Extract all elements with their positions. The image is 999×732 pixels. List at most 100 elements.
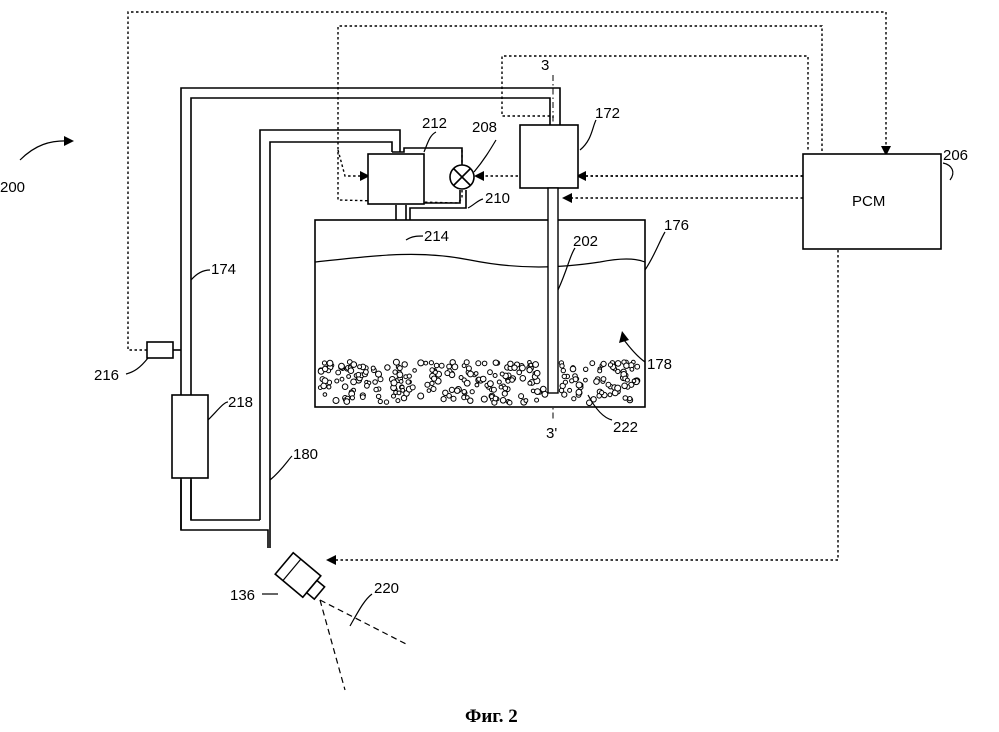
particle <box>529 363 533 367</box>
particle <box>396 399 400 403</box>
particle <box>464 380 470 386</box>
particle <box>624 363 629 368</box>
particle <box>466 366 471 371</box>
particle <box>333 398 339 404</box>
particle <box>507 400 512 405</box>
particle <box>431 387 436 392</box>
particle <box>339 363 345 369</box>
particle <box>410 385 415 390</box>
particle <box>459 376 463 380</box>
particle <box>335 379 339 383</box>
particle <box>393 370 397 374</box>
label-210: 210 <box>485 190 510 207</box>
particle <box>358 365 362 369</box>
particle <box>447 394 452 399</box>
particle <box>376 394 380 398</box>
particle <box>434 363 439 368</box>
pump-218-box <box>172 395 208 478</box>
particle <box>449 387 454 392</box>
particle <box>376 371 382 377</box>
label-180: 180 <box>293 446 318 463</box>
particle <box>364 370 369 375</box>
particle <box>392 394 396 398</box>
spray-line <box>320 600 345 690</box>
particle <box>527 367 532 372</box>
particle <box>608 393 612 397</box>
particle <box>493 360 498 365</box>
particle <box>365 383 370 388</box>
label-214: 214 <box>424 228 449 245</box>
particle <box>413 369 417 373</box>
particle <box>519 394 524 399</box>
particle <box>482 361 487 366</box>
particle <box>615 361 621 367</box>
particle <box>464 360 469 365</box>
particle <box>393 359 399 365</box>
particle <box>493 396 498 401</box>
particle <box>430 381 434 385</box>
particle <box>327 385 331 389</box>
particle <box>462 390 466 394</box>
particle <box>418 393 424 399</box>
particle <box>528 381 532 385</box>
particle <box>474 372 478 376</box>
particle <box>418 360 424 366</box>
particle <box>468 398 473 403</box>
particle <box>499 385 503 389</box>
particle <box>441 397 446 402</box>
label-172: 172 <box>595 105 620 122</box>
particle <box>568 388 572 392</box>
particle <box>576 389 582 395</box>
particle <box>594 379 600 385</box>
label-200: 200 <box>0 179 25 196</box>
particle <box>632 379 636 383</box>
particle <box>439 363 444 368</box>
particle <box>351 379 357 385</box>
particle <box>502 391 507 396</box>
particle <box>470 390 474 394</box>
particle <box>445 371 450 376</box>
label-174: 174 <box>211 261 236 278</box>
particle <box>451 396 456 401</box>
particle <box>427 389 431 393</box>
particle <box>348 368 354 374</box>
particle <box>576 382 582 388</box>
particle <box>407 374 411 378</box>
particle <box>601 361 606 366</box>
particle <box>533 362 539 368</box>
particle <box>384 400 388 404</box>
particle <box>562 374 566 378</box>
particle <box>425 382 430 387</box>
sensor-216-box <box>147 342 173 358</box>
sensor-172-box <box>520 125 578 188</box>
particle <box>322 361 326 365</box>
particle <box>432 376 437 381</box>
particle <box>630 367 634 371</box>
particle <box>601 377 606 382</box>
particle <box>350 396 354 400</box>
particle <box>600 391 604 395</box>
particle <box>336 370 341 375</box>
particle <box>615 385 621 391</box>
particle <box>500 398 506 404</box>
particle <box>563 380 567 384</box>
particle <box>401 395 406 400</box>
particle <box>488 381 494 387</box>
label-216: 216 <box>94 367 119 384</box>
particle <box>323 393 327 397</box>
label-208: 208 <box>472 119 497 136</box>
particle <box>608 363 612 367</box>
particle <box>622 383 628 389</box>
label-220: 220 <box>374 580 399 597</box>
particle <box>340 377 344 381</box>
particle <box>455 388 460 393</box>
label-3-prime: 3' <box>546 425 557 442</box>
particle <box>535 389 541 395</box>
particle <box>401 388 405 392</box>
particle <box>356 372 361 377</box>
label-218: 218 <box>228 394 253 411</box>
particle <box>559 388 563 392</box>
particle <box>342 384 348 390</box>
particle <box>572 397 576 401</box>
injector-136-icon <box>275 553 328 604</box>
